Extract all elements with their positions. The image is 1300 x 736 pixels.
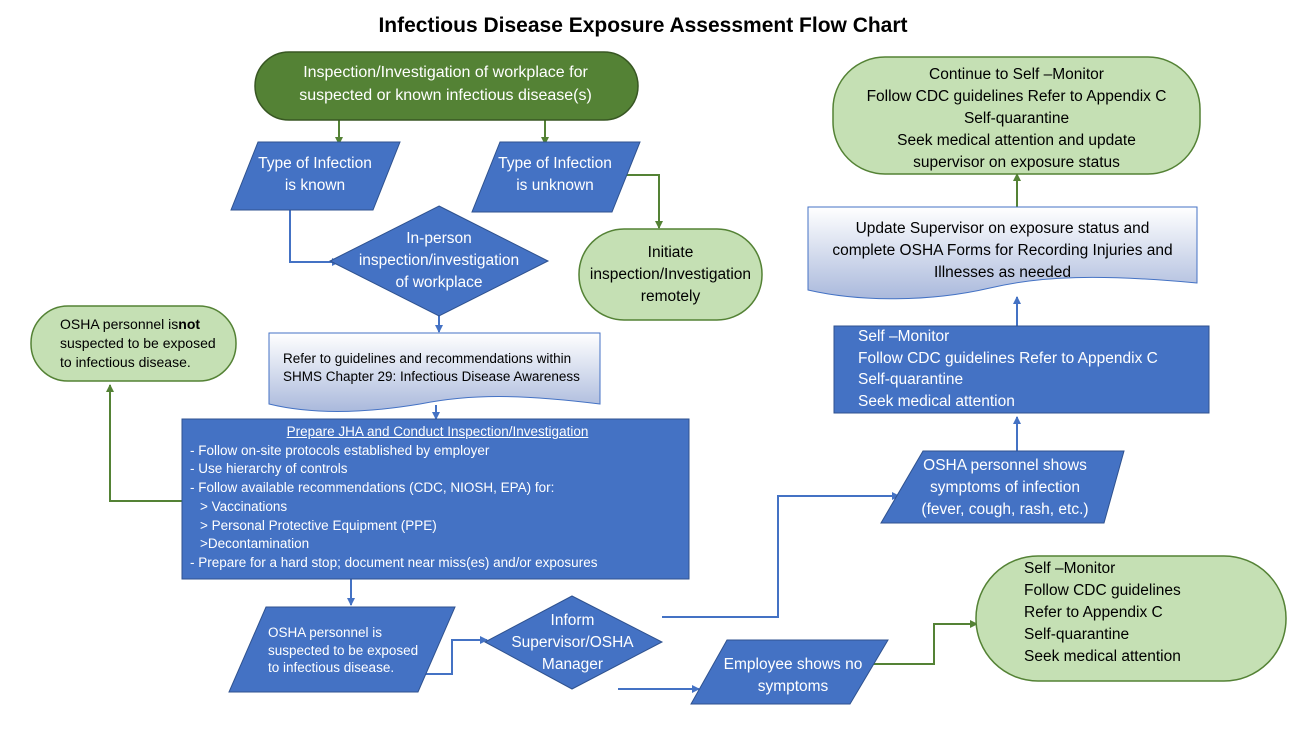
known-label-line: Type of Infection bbox=[258, 155, 372, 172]
update-label: Update Supervisor on exposure status and… bbox=[808, 218, 1197, 284]
refer-document bbox=[268, 332, 601, 412]
known-label-line: is known bbox=[284, 177, 346, 194]
update-label-line: complete OSHA Forms for Recording Injuri… bbox=[832, 242, 1173, 259]
prepare-item: > Personal Protective Equipment (PPE) bbox=[200, 517, 437, 533]
page-title: Infectious Disease Exposure Assessment F… bbox=[378, 14, 908, 37]
unknown-label: Type of Infection is unknown bbox=[480, 153, 630, 197]
suspected-parallelogram bbox=[228, 606, 456, 693]
symptoms-label-line: (fever, cough, rash, etc.) bbox=[921, 501, 1089, 518]
continue-label-line: Self-quarantine bbox=[963, 110, 1070, 127]
prepare-item: - Follow available recommendations (CDC,… bbox=[190, 480, 555, 496]
inform-label-line: Manager bbox=[541, 656, 604, 673]
selfmon1-label-line: Self-quarantine bbox=[858, 371, 964, 388]
notexposed-text-end: suspected to be exposed bbox=[60, 335, 216, 351]
inperson-label-line: In-person bbox=[406, 230, 472, 247]
notexposed-text-line2: to infectious disease. bbox=[60, 354, 191, 370]
connector-known-to-inperson bbox=[289, 210, 340, 266]
update-document bbox=[807, 206, 1198, 300]
update-label-line: Update Supervisor on exposure status and bbox=[855, 220, 1150, 237]
prepare-item: >Decontamination bbox=[200, 536, 310, 552]
selfmon1-label-line: Seek medical attention bbox=[858, 392, 1015, 410]
start-label-line: Inspection/Investigation of workplace fo… bbox=[303, 64, 588, 81]
start-terminator bbox=[254, 51, 639, 121]
prepare-label: Prepare JHA and Conduct Inspection/Inves… bbox=[190, 423, 685, 573]
selfmon1-label-line: Follow CDC guidelines Refer to Appendix … bbox=[858, 349, 1158, 367]
connector-noshow-to-selfmon2 bbox=[868, 620, 978, 665]
continue-label: Continue to Self –Monitor Follow CDC gui… bbox=[833, 64, 1200, 174]
inform-label: Inform Supervisor/OSHA Manager bbox=[510, 610, 635, 676]
remote-label-line: remotely bbox=[640, 288, 701, 305]
notexposed-terminator bbox=[30, 305, 237, 382]
update-label-line: Illnesses as needed bbox=[933, 264, 1071, 281]
continue-label-line: supervisor on exposure status bbox=[913, 154, 1120, 171]
suspected-label: OSHA personnel is suspected to be expose… bbox=[268, 624, 448, 677]
refer-label-line: SHMS Chapter 29: Infectious Disease Awar… bbox=[283, 369, 580, 384]
noshow-label-line: symptoms bbox=[757, 678, 829, 695]
continue-label-line: Continue to Self –Monitor bbox=[929, 66, 1104, 83]
selfmon1-process bbox=[833, 325, 1210, 414]
known-label: Type of Infection is known bbox=[240, 153, 390, 197]
symptoms-label-line: OSHA personnel shows bbox=[923, 457, 1087, 474]
suspected-label-line: to infectious disease. bbox=[268, 660, 395, 675]
suspected-label-line: OSHA personnel is bbox=[268, 625, 383, 640]
selfmon2-label-line: Refer to Appendix C bbox=[1024, 604, 1163, 621]
continue-label-line: Seek medical attention and update bbox=[897, 132, 1136, 149]
notexposed-label: OSHA personnel isnot suspected to be exp… bbox=[60, 315, 235, 372]
start-label-line: suspected or known infectious disease(s) bbox=[299, 87, 592, 104]
prepare-item: - Follow on-site protocols established b… bbox=[190, 442, 490, 458]
noshow-label-line: Employee shows no bbox=[723, 656, 863, 673]
continue-label-line: Follow CDC guidelines Refer to Appendix … bbox=[866, 88, 1167, 105]
inperson-decision bbox=[328, 205, 550, 317]
notexposed-text-bold: not bbox=[178, 316, 201, 332]
remote-terminator bbox=[578, 228, 763, 321]
remote-label-line: Initiate bbox=[647, 244, 694, 261]
symptoms-parallelogram bbox=[880, 450, 1125, 524]
start-label: Inspection/Investigation of workplace fo… bbox=[258, 61, 633, 107]
selfmon2-label: Self –Monitor Follow CDC guidelines Refe… bbox=[1024, 558, 1264, 668]
inperson-label-line: of workplace bbox=[395, 274, 483, 291]
inform-label-line: Inform bbox=[550, 612, 595, 629]
unknown-parallelogram bbox=[471, 141, 641, 213]
noshow-label: Employee shows no symptoms bbox=[718, 654, 868, 698]
suspected-label-line: suspected to be exposed bbox=[268, 642, 419, 658]
inform-decision bbox=[483, 595, 664, 690]
selfmon1-label: Self –Monitor Follow CDC guidelines Refe… bbox=[858, 326, 1203, 412]
prepare-heading: Prepare JHA and Conduct Inspection/Inves… bbox=[286, 424, 589, 439]
selfmon2-terminator bbox=[975, 555, 1287, 682]
connector-prepare-to-notexposed bbox=[106, 384, 182, 502]
connector-suspected-to-inform bbox=[420, 636, 488, 675]
connector-inform-to-symptoms bbox=[662, 492, 900, 618]
selfmon2-label-line: Seek medical attention bbox=[1024, 648, 1181, 665]
selfmon2-label-line: Self –Monitor bbox=[1024, 560, 1116, 577]
refer-label-line: Refer to guidelines and recommendations … bbox=[283, 351, 572, 366]
unknown-label-line: is unknown bbox=[516, 177, 594, 194]
noshow-parallelogram bbox=[690, 639, 889, 705]
unknown-label-line: Type of Infection bbox=[498, 155, 612, 172]
prepare-item: > Vaccinations bbox=[200, 498, 288, 514]
symptoms-label-line: symptoms of infection bbox=[930, 479, 1080, 496]
notexposed-text-pre: OSHA personnel is bbox=[60, 316, 179, 332]
prepare-process bbox=[181, 418, 690, 580]
inperson-label: In-person inspection/investigation of wo… bbox=[339, 228, 539, 294]
selfmon2-label-line: Follow CDC guidelines bbox=[1024, 582, 1181, 599]
known-parallelogram bbox=[230, 141, 401, 211]
inform-label-line: Supervisor/OSHA bbox=[511, 634, 634, 651]
remote-label-line: inspection/Investigation bbox=[589, 266, 752, 283]
refer-label: Refer to guidelines and recommendations … bbox=[283, 350, 603, 386]
selfmon2-label-line: Self-quarantine bbox=[1024, 626, 1130, 643]
inperson-label-line: inspection/investigation bbox=[358, 252, 520, 269]
symptoms-label: OSHA personnel shows symptoms of infecti… bbox=[905, 455, 1105, 521]
prepare-item: - Use hierarchy of controls bbox=[190, 461, 348, 477]
prepare-item: - Prepare for a hard stop; document near… bbox=[190, 554, 598, 570]
selfmon1-label-line: Self –Monitor bbox=[858, 328, 950, 345]
remote-label: Initiate inspection/Investigation remote… bbox=[579, 242, 762, 308]
continue-terminator bbox=[832, 56, 1201, 175]
connector-unknown-to-remote bbox=[625, 174, 663, 229]
